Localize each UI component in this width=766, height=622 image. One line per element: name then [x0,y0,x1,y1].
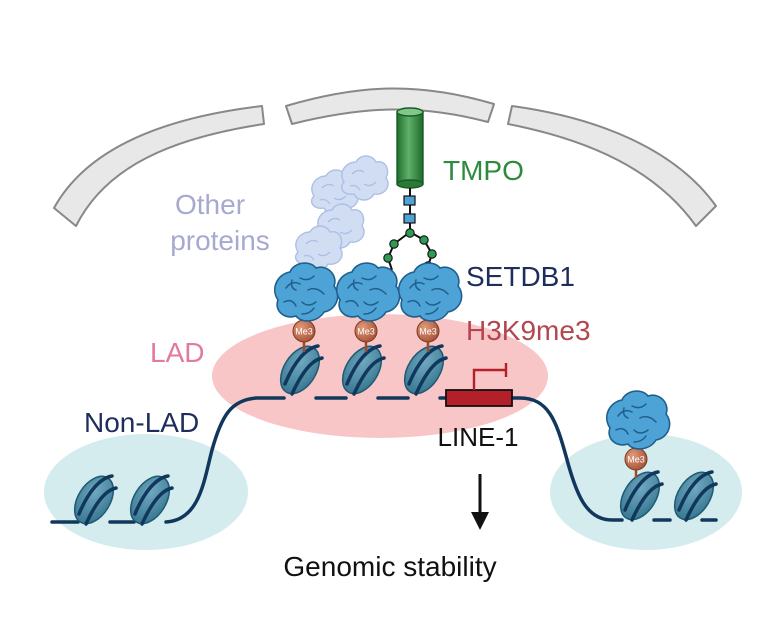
tmpo-linker [386,188,434,271]
lad-label: LAD [150,337,204,368]
nuclear-envelope-top [285,87,495,125]
h3k9me3-label: H3K9me3 [466,315,591,346]
me3-bead-1: Me3 [292,319,316,343]
down-arrow-icon [471,474,489,530]
me3-label-3: Me3 [419,327,437,337]
other-proteins-label-line1: Other [175,189,245,220]
other-protein-2 [340,155,389,201]
nuclear-envelope-right [507,105,717,227]
line1-label: LINE-1 [438,422,519,452]
setdb1-protein-1 [273,262,339,322]
nuclear-envelope [53,87,717,227]
nuclear-envelope-left [53,105,265,227]
me3-bead-4: Me3 [624,447,648,471]
me3-bead-2: Me3 [354,319,378,343]
promoter-arrow-icon [472,363,508,390]
setdb1-protein-2 [335,262,401,322]
setdb1-label: SETDB1 [466,261,575,292]
line1-element [445,389,513,407]
tmpo-label: TMPO [443,155,524,186]
genomic-stability-label: Genomic stability [283,551,496,582]
linker-square-2 [403,213,416,224]
me3-bead-3: Me3 [416,319,440,343]
tmpo-protein [396,107,424,189]
me3-label-2: Me3 [357,327,375,337]
lad-region [212,314,548,438]
other-proteins-cluster [294,155,389,271]
setdb1-protein-3 [397,262,463,322]
other-proteins-label-line2: proteins [170,225,270,256]
me3-label-4: Me3 [627,455,645,465]
non-lad-label: Non-LAD [84,407,199,438]
linker-square-1 [403,195,416,206]
dna-strand [50,396,718,524]
me3-label-1: Me3 [295,327,313,337]
